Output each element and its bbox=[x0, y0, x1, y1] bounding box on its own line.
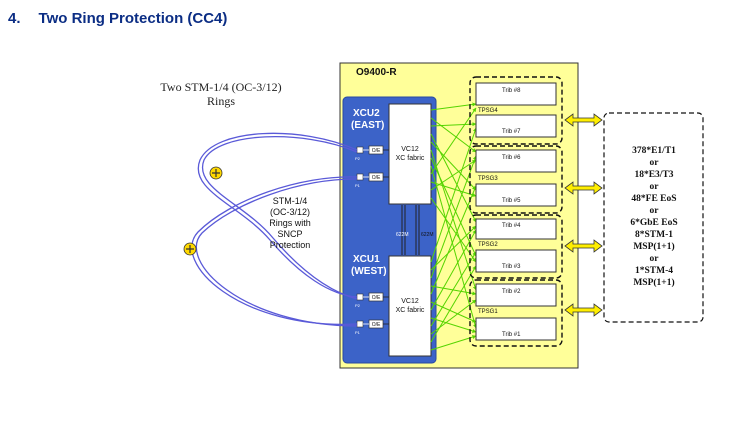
svg-text:MSP(1+1): MSP(1+1) bbox=[633, 277, 674, 288]
svg-text:or: or bbox=[650, 182, 660, 192]
trib-label: Trib #4 bbox=[502, 223, 521, 229]
svg-text:Rings with: Rings with bbox=[269, 218, 311, 228]
trib-label: Trib #8 bbox=[502, 88, 521, 94]
svg-text:or: or bbox=[650, 158, 660, 168]
port-small-label: P2 bbox=[355, 303, 361, 308]
svg-text:SNCP: SNCP bbox=[277, 229, 302, 239]
rings-caption-line2: Rings bbox=[207, 94, 235, 108]
svg-text:378*E1/T1: 378*E1/T1 bbox=[632, 146, 676, 156]
port-label: O/E bbox=[372, 295, 381, 301]
xcu2-side: (EAST) bbox=[351, 120, 384, 131]
rings-caption-line1: Two STM-1/4 (OC-3/12) bbox=[160, 80, 281, 94]
tpsg-label: TPSG2 bbox=[478, 242, 498, 248]
svg-text:8*STM-1: 8*STM-1 bbox=[635, 230, 673, 240]
double-arrow-icon bbox=[564, 303, 603, 317]
port-label: O/E bbox=[372, 175, 381, 181]
trib-card bbox=[475, 82, 557, 106]
svg-text:1*STM-4: 1*STM-4 bbox=[635, 266, 673, 276]
trib-card bbox=[475, 249, 557, 273]
port-label: O/E bbox=[372, 322, 381, 328]
svg-text:(OC-3/12): (OC-3/12) bbox=[270, 207, 310, 217]
xcu2-fabric-line2: XC fabric bbox=[396, 155, 425, 162]
interface-box bbox=[603, 112, 704, 323]
section-heading: 4. Two Ring Protection (CC4) bbox=[8, 10, 227, 27]
trib-label: Trib #6 bbox=[502, 155, 521, 161]
xcu1-fabric-line2: XC fabric bbox=[396, 307, 425, 314]
double-arrow-icon bbox=[564, 181, 603, 195]
svg-text:Protection: Protection bbox=[270, 240, 311, 250]
trib-card bbox=[475, 114, 557, 138]
tpsg-group-1: Trib #2 TPSG1 Trib #1 bbox=[469, 279, 563, 347]
port-small-label: P1 bbox=[355, 330, 361, 335]
xcu2-fabric-line1: VC12 bbox=[401, 146, 419, 153]
chassis-title: O9400-R bbox=[356, 67, 397, 78]
section-title: Two Ring Protection (CC4) bbox=[38, 10, 228, 27]
trib-label: Trib #3 bbox=[502, 264, 521, 270]
ring-protection-label: STM-1/4 (OC-3/12) Rings with SNCP Protec… bbox=[269, 196, 311, 250]
link-label-left: 622M bbox=[396, 232, 409, 238]
trib-label: Trib #7 bbox=[502, 129, 521, 135]
trib-label: Trib #2 bbox=[502, 289, 521, 295]
tpsg-label: TPSG3 bbox=[478, 176, 498, 182]
xcu2-label: XCU2 bbox=[353, 108, 380, 119]
link-label-right: 622M bbox=[421, 232, 434, 238]
trib-card bbox=[475, 283, 557, 307]
svg-text:18*E3/T3: 18*E3/T3 bbox=[634, 170, 673, 180]
xcu1-label: XCU1 bbox=[353, 254, 380, 265]
trib-card bbox=[475, 218, 557, 240]
port-small-label: P1 bbox=[355, 183, 361, 188]
trib-card bbox=[475, 317, 557, 341]
ring-node-icon bbox=[209, 166, 223, 180]
double-arrow-icon bbox=[564, 239, 603, 253]
port-small-label: P2 bbox=[355, 156, 361, 161]
tpsg-group-4: Trib #8 TPSG4 Trib #7 bbox=[469, 76, 563, 145]
tpsg-label: TPSG4 bbox=[478, 108, 498, 114]
interface-arrows bbox=[564, 113, 603, 317]
trib-card bbox=[475, 149, 557, 173]
port-label: O/E bbox=[372, 148, 381, 154]
xcu1-fabric-line1: VC12 bbox=[401, 298, 419, 305]
svg-text:or: or bbox=[650, 254, 660, 264]
section-number: 4. bbox=[8, 10, 21, 27]
svg-text:6*GbE EoS: 6*GbE EoS bbox=[630, 218, 677, 228]
trib-label: Trib #1 bbox=[502, 332, 521, 338]
fibre-rings bbox=[191, 132, 358, 327]
interface-list: 378*E1/T1 or 18*E3/T3 or 48*FE EoS or 6*… bbox=[630, 146, 677, 288]
svg-text:MSP(1+1): MSP(1+1) bbox=[633, 241, 674, 252]
xcu2-fabric bbox=[388, 103, 432, 205]
tpsg-group-3: Trib #6 TPSG3 Trib #5 bbox=[469, 145, 563, 214]
trib-label: Trib #5 bbox=[502, 198, 521, 204]
tpsg-label: TPSG1 bbox=[478, 309, 498, 315]
double-arrow-icon bbox=[564, 113, 603, 127]
xcu1-fabric bbox=[388, 255, 432, 357]
svg-text:or: or bbox=[650, 206, 660, 216]
ring-node-icon bbox=[183, 242, 197, 256]
cross-connects bbox=[430, 102, 477, 351]
svg-text:48*FE EoS: 48*FE EoS bbox=[631, 194, 676, 204]
trib-card bbox=[475, 183, 557, 207]
svg-text:STM-1/4: STM-1/4 bbox=[273, 196, 308, 206]
tpsg-group-2: Trib #4 TPSG2 Trib #3 bbox=[469, 214, 563, 279]
xcu1-side: (WEST) bbox=[351, 266, 387, 277]
